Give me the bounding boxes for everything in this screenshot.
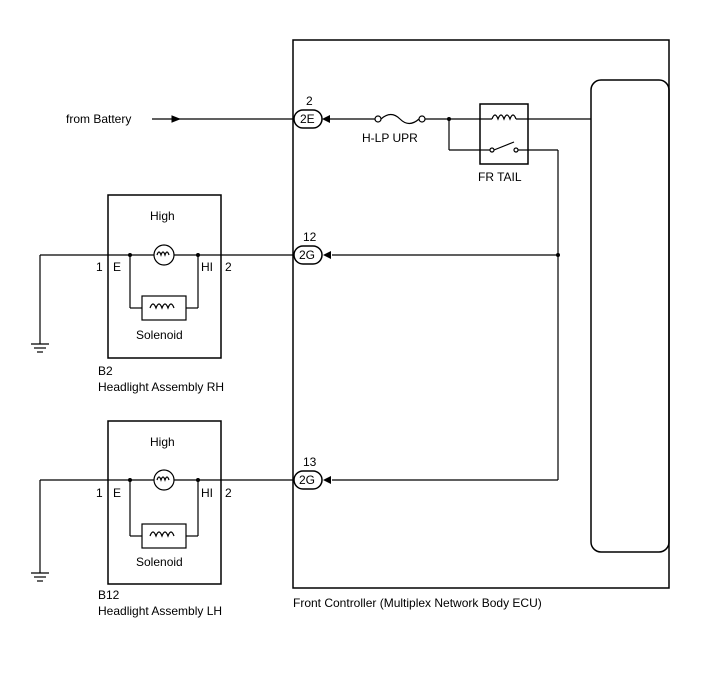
headlight-rh-solenoid-box [141, 295, 187, 321]
solenoid-coil-icon [149, 531, 175, 538]
relay-switch-contact-right [513, 147, 519, 153]
relay-coil-icon [491, 114, 517, 121]
headlight-lh-term-left: E [113, 486, 121, 500]
fuse-label: H-LP UPR [362, 131, 418, 145]
headlight-rh-pin-left: 1 [96, 260, 103, 274]
ecu-internal-module [590, 79, 670, 553]
headlight-rh-pin-right: 2 [225, 260, 232, 274]
headlight-lh-name: Headlight Assembly LH [98, 604, 222, 618]
headlight-rh-solenoid-label: Solenoid [136, 328, 183, 342]
headlight-rh-term-left: E [113, 260, 121, 274]
headlight-lh: High Solenoid 1 E HI 2 B12 Headlight Ass… [40, 420, 294, 618]
headlight-rh-box [107, 194, 222, 359]
connector-13-code: 2G [299, 473, 315, 487]
solenoid-coil-icon [149, 303, 175, 310]
connector-2e-arrow [322, 115, 330, 123]
headlight-rh-code: B2 [98, 364, 113, 378]
headlight-lh-pin-right: 2 [225, 486, 232, 500]
connector-2e-pin: 2 [306, 94, 313, 108]
relay-label: FR TAIL [478, 170, 522, 184]
connector-12-arrow [323, 251, 331, 259]
connector-12-code: 2G [299, 248, 315, 262]
relay-switch-contact-left [489, 147, 495, 153]
headlight-lh-code: B12 [98, 588, 120, 602]
headlight-rh-bulb-label: High [150, 209, 175, 223]
connector-2e-code: 2E [300, 112, 315, 126]
fuse-element [380, 113, 420, 125]
headlight-lh-pin-left: 1 [96, 486, 103, 500]
connector-13-pin: 13 [303, 455, 317, 469]
headlight-lh-solenoid-label: Solenoid [136, 555, 183, 569]
headlight-lh-box [107, 420, 222, 585]
ground-rh-icon [31, 343, 49, 353]
ground-lh-icon [31, 572, 49, 582]
fuse-terminal-right [418, 115, 426, 123]
headlight-lh-bulb-label: High [150, 435, 175, 449]
headlight-rh-bulb-icon [153, 244, 175, 266]
headlight-lh-solenoid-box [141, 523, 187, 549]
fuse-terminal-left [374, 115, 382, 123]
headlight-rh-filament [156, 251, 170, 257]
headlight-lh-term-right: HI [201, 486, 213, 500]
connector-12-pin: 12 [303, 230, 317, 244]
headlight-rh: High Solenoid 1 E HI 2 B2 Headlight Asse… [40, 194, 294, 394]
headlight-rh-name: Headlight Assembly RH [98, 380, 224, 394]
connector-13-arrow [323, 476, 331, 484]
relay-switch-blade [493, 141, 515, 151]
headlight-lh-bulb-icon [153, 469, 175, 491]
headlight-lh-filament [156, 476, 170, 482]
battery-label: from Battery [66, 112, 131, 126]
headlight-rh-term-right: HI [201, 260, 213, 274]
ecu-name: Front Controller (Multiplex Network Body… [293, 596, 542, 610]
